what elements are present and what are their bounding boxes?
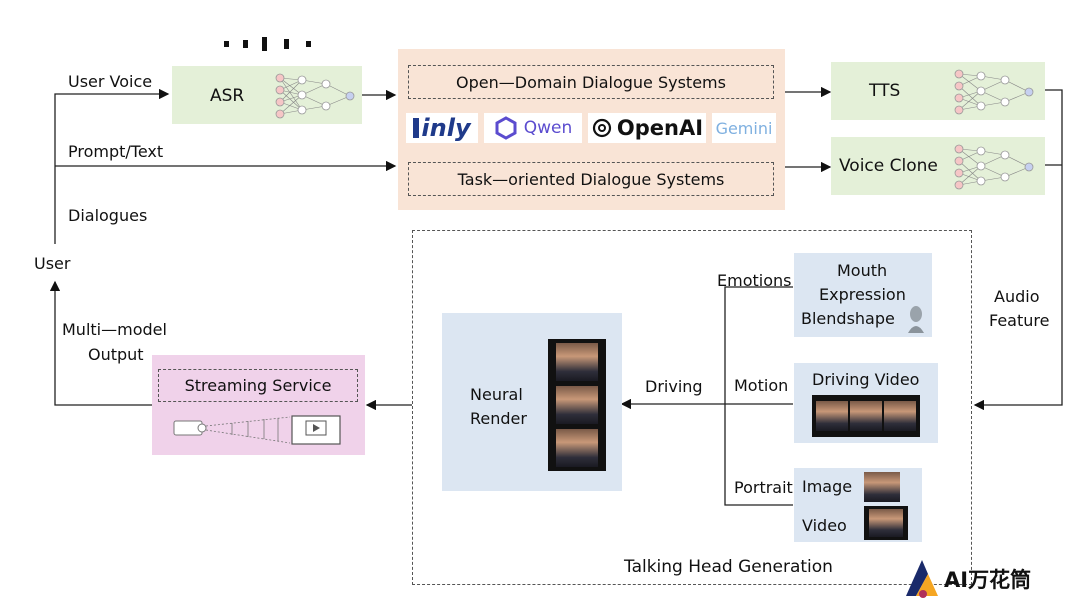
video-label: Video	[802, 516, 847, 535]
output-to-user-arrow	[49, 280, 152, 406]
driving-video-box: Driving Video	[794, 363, 938, 443]
projector-icon	[173, 415, 341, 445]
feature-label: Feature	[989, 311, 1050, 330]
audio-label: Audio	[994, 287, 1040, 306]
task-oriented-box: Task—oriented Dialogue Systems	[408, 162, 774, 196]
voice-clone-box: Voice Clone	[831, 137, 1045, 195]
dialogues-label: Dialogues	[68, 206, 148, 225]
streaming-service-box: Streaming Service	[152, 355, 365, 455]
user-voice-label: User Voice	[68, 72, 153, 91]
watermark-text: AI万花筒	[944, 568, 1032, 592]
talking-head-title: Talking Head Generation	[624, 557, 833, 577]
portrait-box: Image Video	[794, 468, 922, 542]
render-label: Render	[470, 409, 527, 428]
voice-clone-label: Voice Clone	[839, 156, 938, 176]
neural-network-icon	[275, 73, 355, 119]
asr-label: ASR	[210, 86, 245, 106]
neural-network-icon	[954, 144, 1034, 190]
mouth-expression-box: Mouth Expression Blendshape	[794, 253, 932, 337]
driving-video-label: Driving Video	[812, 370, 920, 389]
motion-label: Motion	[734, 376, 789, 395]
emotions-label: Emotions	[717, 271, 792, 290]
portrait-video-image	[864, 506, 908, 540]
branch-line	[724, 286, 793, 506]
blendshape-label: Blendshape	[801, 309, 895, 328]
gemini-logo: Gemini	[712, 113, 776, 143]
user-label: User	[34, 254, 71, 273]
dialogue-systems-box: Open—Domain Dialogue Systems Task—orient…	[398, 49, 785, 210]
audio-feature-arrow	[973, 89, 1063, 411]
openai-icon	[592, 118, 612, 138]
image-label: Image	[802, 477, 853, 496]
mouth-label: Mouth	[837, 261, 888, 280]
driving-label: Driving	[645, 377, 703, 396]
openai-logo: OpenAI	[588, 113, 706, 143]
tts-box: TTS	[831, 62, 1045, 120]
talking-head-container	[412, 230, 972, 585]
output-label: Output	[88, 345, 144, 364]
watermark-logo: AI万花筒	[902, 556, 1062, 600]
user-voice-arrow	[54, 88, 170, 244]
open-domain-box: Open—Domain Dialogue Systems	[408, 65, 774, 99]
prompt-text-label: Prompt/Text	[68, 142, 164, 161]
head-model-icon	[908, 306, 924, 333]
waveform-icon	[224, 37, 311, 51]
driving-video-film-image	[812, 395, 920, 437]
tts-label: TTS	[869, 81, 901, 101]
portrait-label: Portrait	[734, 478, 793, 497]
neural-label: Neural	[470, 385, 523, 404]
film-strip-image	[548, 339, 606, 471]
qwen-icon	[495, 116, 517, 140]
expression-label: Expression	[819, 285, 906, 304]
streaming-service-label: Streaming Service	[158, 369, 358, 402]
inly-logo: inly	[406, 113, 478, 143]
neural-network-icon	[954, 69, 1034, 115]
qwen-logo: Qwen	[484, 113, 582, 143]
multi-model-label: Multi—model	[62, 320, 167, 339]
kaleidoscope-icon	[906, 560, 938, 598]
asr-box: ASR	[172, 66, 362, 124]
neural-render-box: Neural Render	[442, 313, 622, 491]
portrait-image	[864, 472, 900, 502]
